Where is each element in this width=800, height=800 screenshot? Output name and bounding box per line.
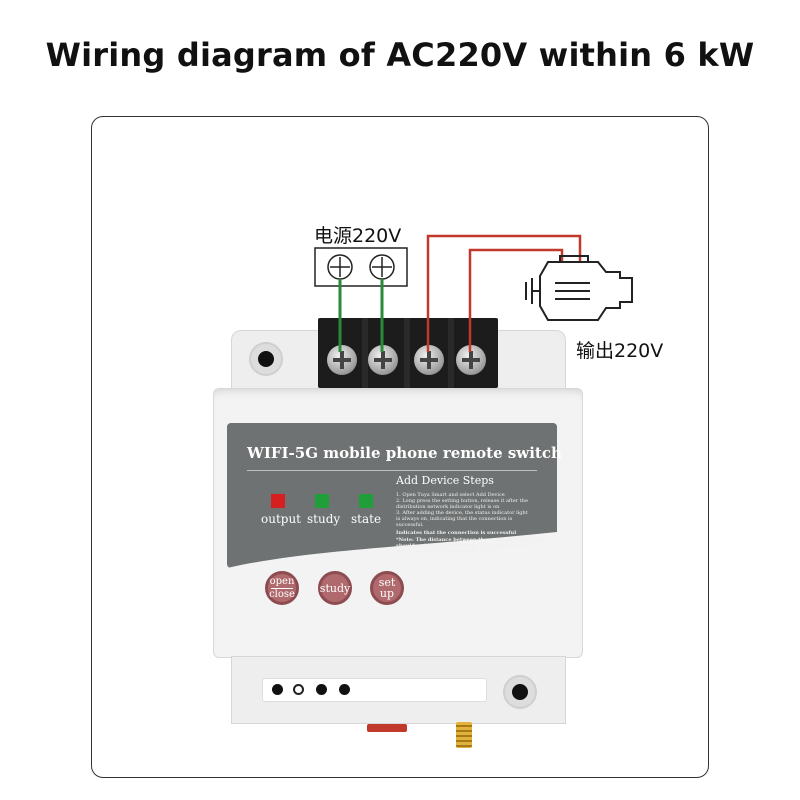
step-text: 2. Long press the setting button, releas…: [396, 498, 528, 504]
output-wires: [426, 234, 582, 352]
power-input-label: 电源220V: [314, 225, 402, 247]
mounting-hole-left-inner: [258, 351, 274, 367]
step-text: 3. After adding the device, the status i…: [396, 510, 528, 516]
panel-title: WIFI-5G mobile phone remote switch: [247, 444, 562, 462]
step-text: is always on, indicating that the connec…: [396, 516, 513, 522]
output-label: 输出220V: [576, 340, 664, 362]
antenna-icon: [456, 722, 472, 748]
diagram-title: Wiring diagram of AC220V within 6 kW: [45, 36, 755, 74]
indicator-hole: [293, 684, 304, 695]
terminal-divider: [404, 318, 410, 388]
study-button[interactable]: study: [318, 571, 352, 605]
steps-title: Add Device Steps: [396, 474, 494, 487]
indicator-hole: [316, 684, 327, 695]
state-led: [359, 494, 373, 508]
step-text: distribution network indicator light is …: [396, 504, 500, 510]
step-text: Indicates that the connection is success…: [396, 530, 517, 536]
indicator-hole: [339, 684, 350, 695]
output-led: [271, 494, 285, 508]
step-text: Press the key to start/stop the relay: [396, 549, 497, 555]
step-text: 1. Open Tuya Smart and select Add Device: [396, 492, 505, 498]
step-text: should not exceed 10 meters, so as not t…: [396, 543, 533, 549]
mounting-hole-right: [503, 675, 537, 709]
close-label: close: [269, 588, 295, 600]
input-wires: [338, 279, 384, 352]
state-led-label: state: [351, 512, 382, 526]
open-label: open: [269, 575, 295, 587]
study-led-label: study: [307, 512, 341, 526]
terminal-divider: [362, 318, 368, 388]
output-led-label: output: [261, 512, 302, 526]
setup-button[interactable]: set up: [370, 571, 404, 605]
step-text: successful.: [396, 522, 424, 528]
indicator-hole: [272, 684, 283, 695]
panel-curve: [227, 532, 557, 580]
panel-divider: [247, 470, 537, 471]
motor-icon: [525, 255, 633, 321]
screw-terminal-icon: [327, 345, 357, 375]
power-socket-icon: [314, 247, 408, 287]
din-rail-clip: [367, 724, 407, 732]
study-led: [315, 494, 329, 508]
step-text: *Note: The distance between the controll…: [396, 537, 545, 543]
open-close-button[interactable]: open close: [265, 571, 299, 605]
terminal-divider: [448, 318, 454, 388]
mounting-hole-right-inner: [512, 684, 528, 700]
